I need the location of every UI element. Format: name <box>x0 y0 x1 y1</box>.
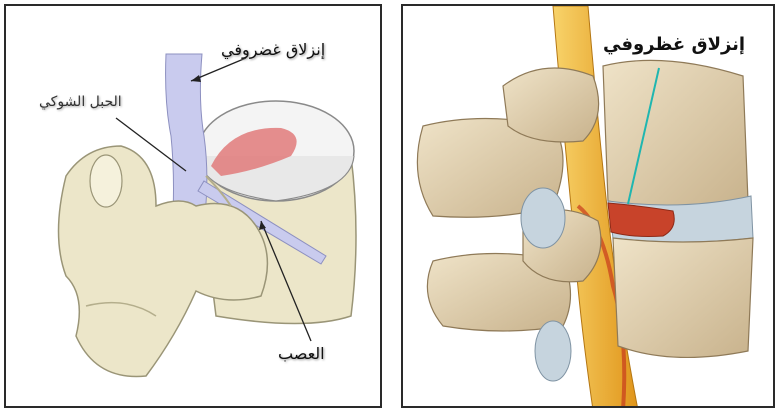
label-disc-herniation: إنزلاق غظروفي <box>603 34 745 55</box>
right-illustration-panel: إنزلاق غظروفي <box>401 4 775 408</box>
upper-vertebral-body <box>603 60 748 208</box>
lower-vertebral-body <box>613 238 753 357</box>
label-nerve: العصب <box>278 344 325 363</box>
label-disc-herniation: إنزلاق غضروفي <box>221 40 325 59</box>
facet-joint <box>90 155 122 207</box>
facet-cartilage <box>535 321 571 381</box>
left-illustration-panel: إنزلاق غضروفي الحبل الشوكي العصب <box>4 4 382 408</box>
facet-cartilage <box>521 188 565 248</box>
label-spinal-cord: الحبل الشوكي <box>39 94 122 110</box>
upper-lamina <box>503 68 599 142</box>
left-spine-drawing <box>6 6 382 408</box>
right-spine-render <box>403 6 775 408</box>
